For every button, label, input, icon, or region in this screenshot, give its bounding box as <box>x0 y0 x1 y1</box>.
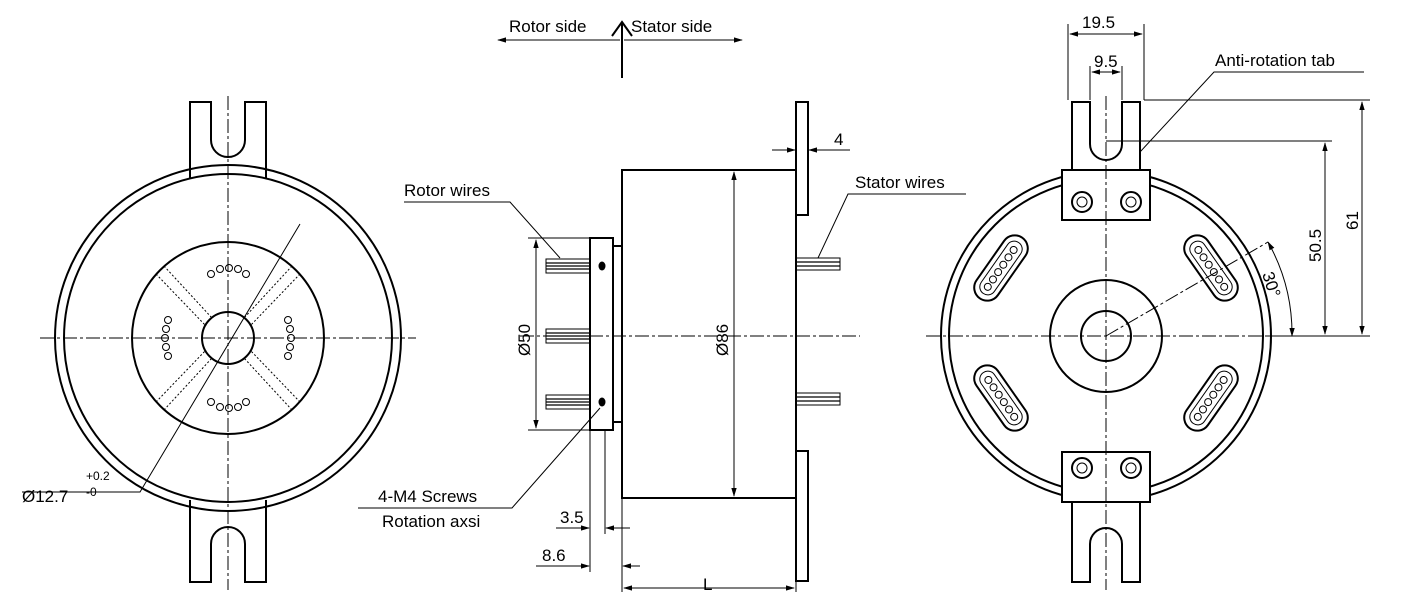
bore-tol-upper: +0.2 <box>86 469 110 483</box>
rotor-wires-leader <box>404 201 561 259</box>
flange-thickness-label: 4 <box>834 130 843 149</box>
dim-50-5-label: 50.5 <box>1306 229 1325 262</box>
dim-61-label: 61 <box>1343 211 1362 230</box>
rotor-wires-label: Rotor wires <box>404 181 490 200</box>
right-view-stator-end: 19.5 9.5 Anti-rotation tab 61 50.5 30° <box>926 13 1370 590</box>
flange-bottom <box>795 450 809 582</box>
anti-rotation-leader <box>1139 71 1364 153</box>
left-view-rotor-end: Ø12.7 +0.2 -0 <box>22 96 416 590</box>
left-wire-bundle-right <box>281 309 296 367</box>
angle-arc <box>1267 241 1295 337</box>
anti-rotation-label: Anti-rotation tab <box>1215 51 1335 70</box>
stator-side-label: Stator side <box>631 17 712 36</box>
left-hatch-bands <box>155 265 301 411</box>
left-wire-bundle-bottom <box>199 393 257 414</box>
rotor-wires <box>545 258 591 410</box>
stator-wires-label: Stator wires <box>855 173 945 192</box>
bore-leader <box>22 223 301 493</box>
length-label: L <box>703 575 712 594</box>
rotor-step <box>612 245 623 423</box>
middle-view-side: Rotor side Stator side <box>358 17 966 594</box>
main-body <box>621 169 797 499</box>
screw-bottom <box>598 397 606 407</box>
axis-up-arrowhead <box>611 20 633 37</box>
stator-wires <box>795 257 841 406</box>
slot-width-label: 9.5 <box>1094 52 1118 71</box>
bore-tol-lower: -0 <box>86 485 97 499</box>
screws-leader <box>358 407 601 509</box>
screw-top <box>598 261 606 271</box>
rotor-side-label: Rotor side <box>509 17 586 36</box>
body-dia-label: Ø86 <box>713 324 732 356</box>
flange-top <box>795 101 809 216</box>
right-angle-line <box>1105 241 1269 337</box>
screws-label: 4-M4 Screws <box>378 487 477 506</box>
right-connector-slots <box>973 234 1239 432</box>
left-top-tab <box>189 101 267 178</box>
rotor-dia-label: Ø50 <box>515 324 534 356</box>
bore-dia-label: Ø12.7 <box>22 487 68 506</box>
rotation-axis-label: Rotation axsi <box>382 512 480 531</box>
dim-3-5-label: 3.5 <box>560 508 584 527</box>
dim-8-6-label: 8.6 <box>542 546 566 565</box>
tab-width-label: 19.5 <box>1082 13 1115 32</box>
angle-label: 30° <box>1258 269 1284 299</box>
stator-wires-leader <box>817 193 966 259</box>
